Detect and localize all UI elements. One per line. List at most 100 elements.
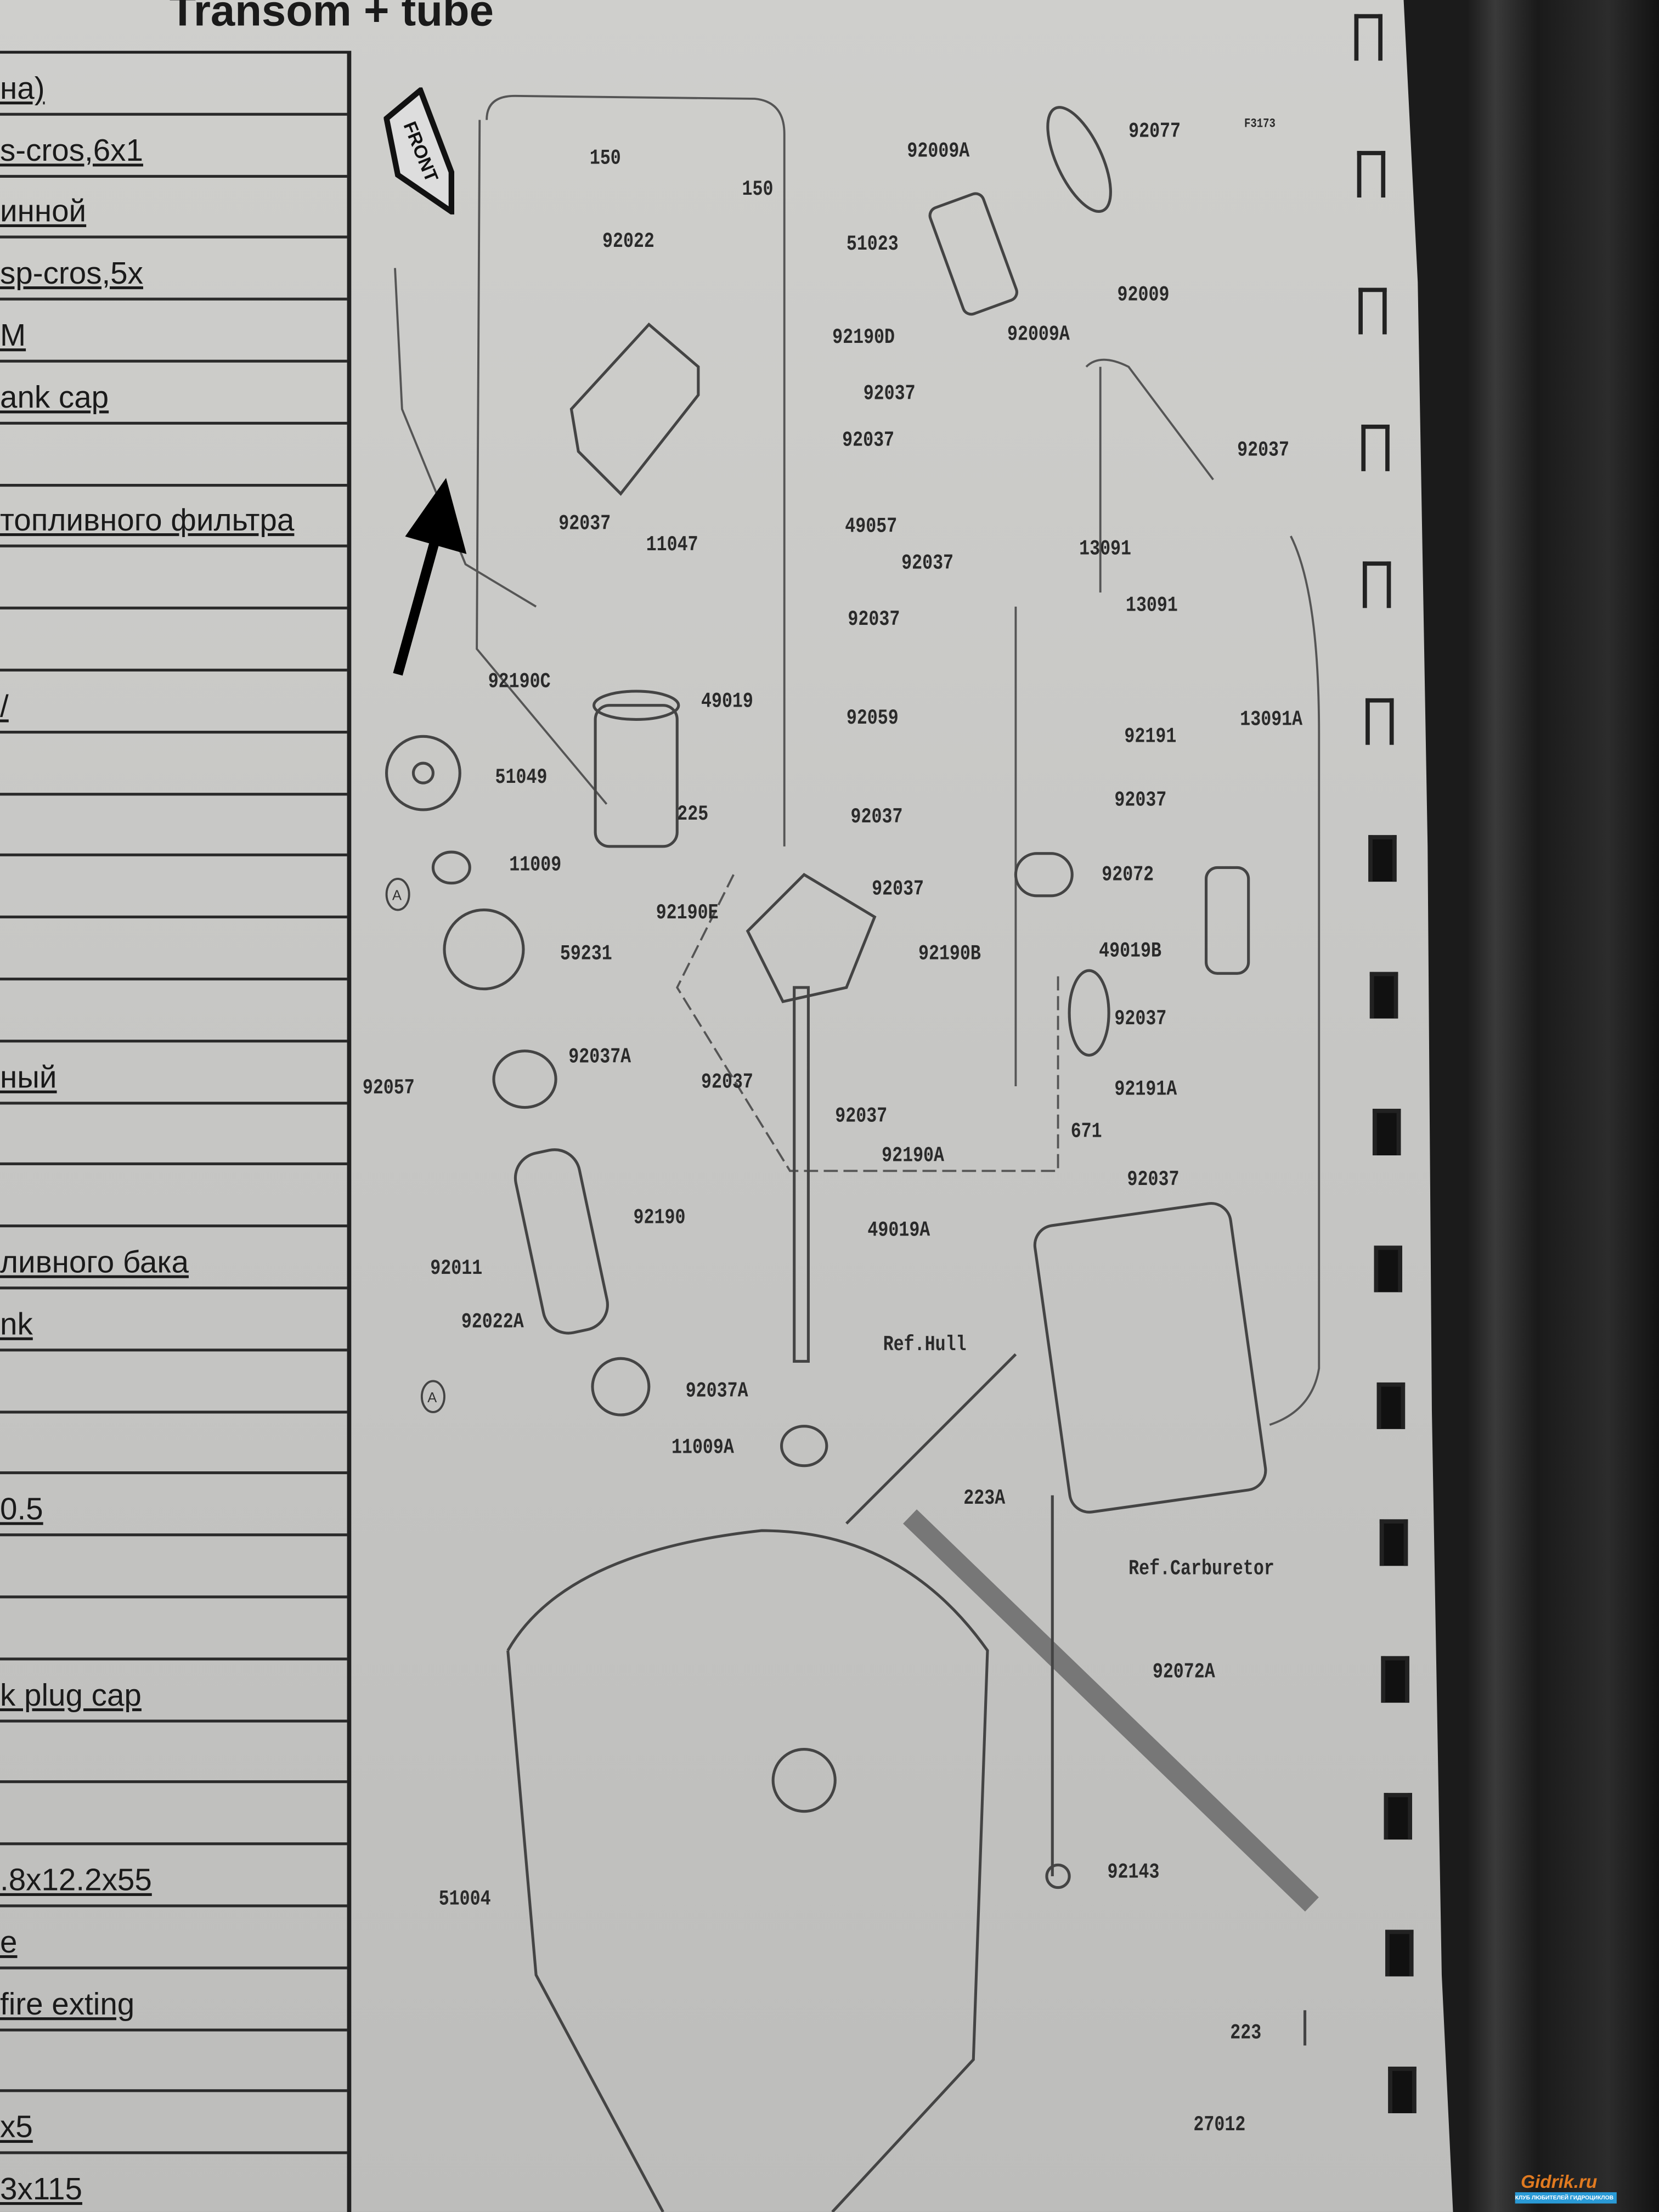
ref-marker-a-label: A <box>392 888 402 904</box>
perforation-hole <box>1384 1793 1412 1840</box>
filter-top <box>592 690 680 721</box>
table-row: x5 <box>0 2092 347 2154</box>
table-row: ный <box>0 1042 347 1104</box>
part-label: 92022A <box>461 1310 524 1335</box>
hose-outline <box>476 120 608 805</box>
part-label: F3173 <box>1244 117 1276 132</box>
part-label: 92143 <box>1107 1860 1160 1885</box>
part-label: 92190D <box>832 325 895 350</box>
perforation-hole <box>1381 1656 1410 1703</box>
part-label: 92037 <box>863 382 916 407</box>
table-row: e <box>0 1907 347 1969</box>
table-cell: k plug cap <box>0 1677 142 1712</box>
pickup-tube <box>793 986 810 1363</box>
table-cell: ный <box>0 1058 57 1094</box>
hose <box>1085 358 1214 481</box>
table-row <box>0 1784 347 1846</box>
part-label: 51023 <box>846 233 899 257</box>
fuel-pump <box>1204 866 1250 975</box>
part-label: 92037 <box>835 1104 888 1129</box>
part-label: Ref.Carburetor <box>1128 1557 1274 1582</box>
part-label: 49019 <box>701 690 753 714</box>
fuel-line <box>1269 535 1321 1426</box>
table-cell: 3x115 <box>0 2171 82 2207</box>
part-label: 92190 <box>633 1206 686 1231</box>
table-cell: M <box>0 317 26 353</box>
part-label: 225 <box>677 803 709 827</box>
table-row <box>0 2031 347 2093</box>
table-row <box>0 795 347 857</box>
table-row <box>0 918 347 981</box>
perforation-hole <box>1376 1382 1406 1429</box>
table-row: s-cros,6x1 <box>0 115 347 177</box>
part-label: 92072A <box>1152 1660 1215 1685</box>
part-label: 92037 <box>1127 1168 1180 1192</box>
perforation-hole <box>1379 1519 1408 1566</box>
watermark-tagline: КЛУБ ЛЮБИТЕЛЕЙ ГИДРОЦИКЛОВ <box>1515 2192 1617 2204</box>
ref-marker-a <box>385 878 445 1413</box>
part-label: 13091A <box>1240 708 1303 732</box>
part-label: 92009 <box>1117 283 1170 308</box>
filler-hose <box>514 1148 609 1335</box>
valve-body <box>928 192 1018 316</box>
clamp <box>591 1357 651 1417</box>
perforation-hole <box>1370 972 1398 1019</box>
part-label: 13091 <box>1125 594 1178 618</box>
part-label: Ref.Hull <box>883 1333 967 1357</box>
part-label: 11009 <box>509 853 562 878</box>
part-label: 92190B <box>918 942 981 967</box>
table-row: 0.5 <box>0 1475 347 1537</box>
perforation-holes <box>1354 0 1417 2212</box>
perforation-hole <box>1363 561 1392 608</box>
part-label: 92037 <box>1114 1007 1167 1031</box>
carburetor <box>1033 1201 1267 1514</box>
table-row <box>0 733 347 795</box>
part-label: 92057 <box>362 1076 415 1101</box>
perforation-hole <box>1358 287 1387 335</box>
perforation-hole <box>1368 835 1396 882</box>
table-cell: ank cap <box>0 379 109 415</box>
table-row <box>0 1537 347 1599</box>
part-label: 223 <box>1230 2021 1262 2046</box>
clamp <box>492 1049 557 1109</box>
part-label: 59231 <box>560 942 612 967</box>
part-label: 13091 <box>1079 537 1132 562</box>
table-row <box>0 1598 347 1660</box>
perforation-hole <box>1386 1929 1414 1977</box>
part-label: 11047 <box>646 533 698 557</box>
table-row <box>0 1166 347 1228</box>
o-ring-671 <box>1068 969 1110 1057</box>
table-row: k plug cap <box>0 1660 347 1722</box>
pointer-arrow <box>393 478 467 676</box>
part-label: 11009A <box>671 1436 734 1460</box>
dashed-outline <box>676 874 1059 1172</box>
o-ring <box>431 850 471 885</box>
table-row <box>0 857 347 919</box>
table-row: ank cap <box>0 363 347 425</box>
wrench <box>845 1353 1017 1525</box>
part-label: 92022 <box>602 230 654 254</box>
front-direction-sign: FRONT <box>383 86 457 217</box>
part-label: 92037A <box>685 1379 748 1404</box>
table-row <box>0 424 347 487</box>
table-cell: .8x12.2x55 <box>0 1862 152 1898</box>
table-cell: топливного фильтра <box>0 503 295 538</box>
part-label: 92037 <box>872 877 924 902</box>
table-row: nk <box>0 1289 347 1351</box>
table-row: топливного фильтра <box>0 486 347 548</box>
table-cell: инной <box>0 194 87 229</box>
breather-hose <box>394 268 537 608</box>
fuel-valve <box>746 873 877 1003</box>
table-row: инной <box>0 177 347 239</box>
table-cell: / <box>0 688 9 724</box>
table-row: .8x12.2x55 <box>0 1846 347 1908</box>
fuel-tank <box>506 1529 989 2212</box>
table-cell: x5 <box>0 2109 33 2145</box>
part-label: 51049 <box>495 766 548 790</box>
perforation-hole <box>1374 1245 1403 1293</box>
table-row: 3x115 <box>0 2154 347 2212</box>
part-label: 92037 <box>558 512 611 537</box>
part-label: 92037 <box>901 551 954 576</box>
part-label: 92037 <box>850 805 903 830</box>
part-label: 92009A <box>907 139 970 164</box>
